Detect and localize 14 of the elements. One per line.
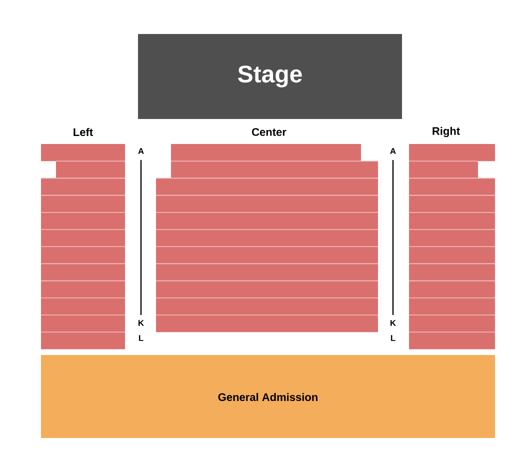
seating-section: Left [40, 128, 126, 350]
node-label: Center [252, 128, 286, 136]
node-label: Right [432, 126, 460, 138]
row-letter: L [138, 335, 144, 341]
stage: Stage [138, 34, 402, 119]
row-letter: K [390, 320, 396, 326]
seating-section: Right [408, 126, 496, 350]
general-admission-area: General Admission [41, 355, 495, 438]
row-letter: K [138, 320, 144, 326]
row-letter: A [390, 148, 396, 154]
row-letter: A [138, 148, 144, 154]
row-letter: L [390, 335, 396, 341]
seating-section: Center [156, 128, 378, 332]
node-label: Left [74, 128, 93, 136]
